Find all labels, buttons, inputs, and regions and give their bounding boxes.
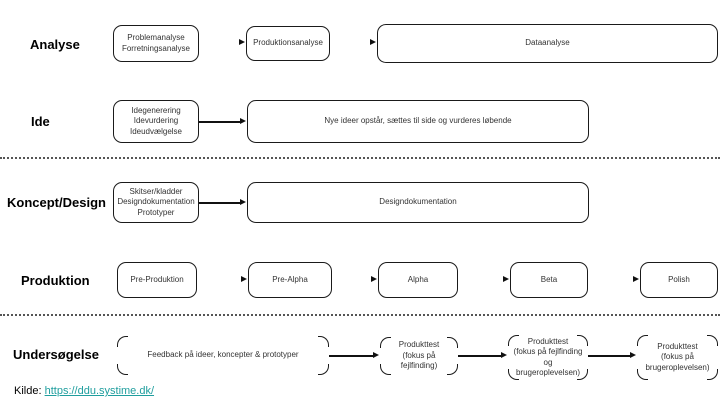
corner-decoration xyxy=(508,335,519,346)
node-label: Skitser/kladder Designdokumentation Prot… xyxy=(117,186,195,217)
node-produkttest-fejlfinding: Produkttest (fokus på fejlfinding) xyxy=(380,337,458,375)
corner-decoration xyxy=(707,369,718,380)
corner-decoration xyxy=(577,335,588,346)
corner-decoration xyxy=(447,337,458,348)
arrow-right-icon xyxy=(239,39,245,45)
corner-decoration xyxy=(318,364,329,375)
section-separator-dotted xyxy=(0,314,720,316)
node-produkttest-brugeroplevelse: Produkttest (fokus på brugeroplevelsen) xyxy=(637,335,718,380)
corner-decoration xyxy=(707,335,718,346)
corner-decoration xyxy=(380,364,391,375)
arrow-right-icon xyxy=(240,199,246,205)
node-dataanalyse: Dataanalyse xyxy=(377,24,718,63)
node-skitser-kladder: Skitser/kladder Designdokumentation Prot… xyxy=(113,182,199,223)
arrow-right-icon xyxy=(241,276,247,282)
node-label: Problemanalyse Forretningsanalyse xyxy=(121,33,191,53)
connector-line xyxy=(199,202,240,204)
node-label: Dataanalyse xyxy=(525,38,570,48)
node-polish: Polish xyxy=(640,262,718,298)
node-produkttest-fejlfinding-brugeroplevelse: Produkttest (fokus på fejlfinding og bru… xyxy=(508,335,588,380)
row-label-produktion: Produktion xyxy=(21,273,90,288)
node-label: Produktionsanalyse xyxy=(253,38,323,48)
arrow-right-icon xyxy=(240,118,246,124)
row-label-ide: Ide xyxy=(31,114,50,129)
node-label: Pre-Produktion xyxy=(130,274,184,284)
node-feedback: Feedback på ideer, koncepter & prototype… xyxy=(117,336,329,375)
corner-decoration xyxy=(637,335,648,346)
node-label: Polish xyxy=(668,274,690,284)
arrow-right-icon xyxy=(503,276,509,282)
corner-decoration xyxy=(447,364,458,375)
node-label: Nye ideer opstår, sættes til side og vur… xyxy=(324,116,512,126)
node-problemanalyse: Problemanalyse Forretningsanalyse xyxy=(113,25,199,62)
node-label: Designdokumentation xyxy=(379,197,457,207)
node-label: Idegenerering Idevurdering Ideudvælgelse xyxy=(129,105,183,136)
corner-decoration xyxy=(117,364,128,375)
connector-line xyxy=(329,355,373,357)
node-label: Alpha xyxy=(407,274,429,284)
node-ideproces: Idegenerering Idevurdering Ideudvælgelse xyxy=(113,100,199,143)
corner-decoration xyxy=(380,337,391,348)
node-label: Produkttest (fokus på brugeroplevelsen) xyxy=(645,341,710,372)
connector-line xyxy=(458,355,501,357)
arrow-right-icon xyxy=(373,352,379,358)
corner-decoration xyxy=(318,336,329,347)
corner-decoration xyxy=(577,369,588,380)
node-label: Feedback på ideer, koncepter & prototype… xyxy=(147,350,299,360)
source-link[interactable]: https://ddu.systime.dk/ xyxy=(44,385,155,397)
section-separator-dotted xyxy=(0,157,720,159)
row-label-koncept-design: Koncept/Design xyxy=(7,195,106,210)
node-pre-alpha: Pre-Alpha xyxy=(248,262,332,298)
node-designdokumentation: Designdokumentation xyxy=(247,182,589,223)
arrow-right-icon xyxy=(501,352,507,358)
node-label: Produkttest (fokus på fejlfinding og bru… xyxy=(513,336,583,377)
arrow-right-icon xyxy=(371,276,377,282)
arrow-right-icon xyxy=(633,276,639,282)
node-alpha: Alpha xyxy=(378,262,458,298)
node-pre-produktion: Pre-Produktion xyxy=(117,262,197,298)
node-label: Beta xyxy=(540,274,558,284)
node-label: Pre-Alpha xyxy=(272,274,308,284)
corner-decoration xyxy=(117,336,128,347)
node-nye-ideer: Nye ideer opstår, sættes til side og vur… xyxy=(247,100,589,143)
connector-line xyxy=(199,121,240,123)
connector-line xyxy=(588,355,630,357)
node-label: Produkttest (fokus på fejlfinding) xyxy=(398,340,440,371)
arrow-right-icon xyxy=(370,39,376,45)
arrow-right-icon xyxy=(630,352,636,358)
source-label: Kilde: xyxy=(14,385,42,397)
corner-decoration xyxy=(637,369,648,380)
corner-decoration xyxy=(508,369,519,380)
row-label-analyse: Analyse xyxy=(30,37,80,52)
row-label-undersoegelse: Undersøgelse xyxy=(13,347,99,362)
node-produktionsanalyse: Produktionsanalyse xyxy=(246,26,330,61)
node-beta: Beta xyxy=(510,262,588,298)
source-line: Kilde: https://ddu.systime.dk/ xyxy=(14,385,154,397)
